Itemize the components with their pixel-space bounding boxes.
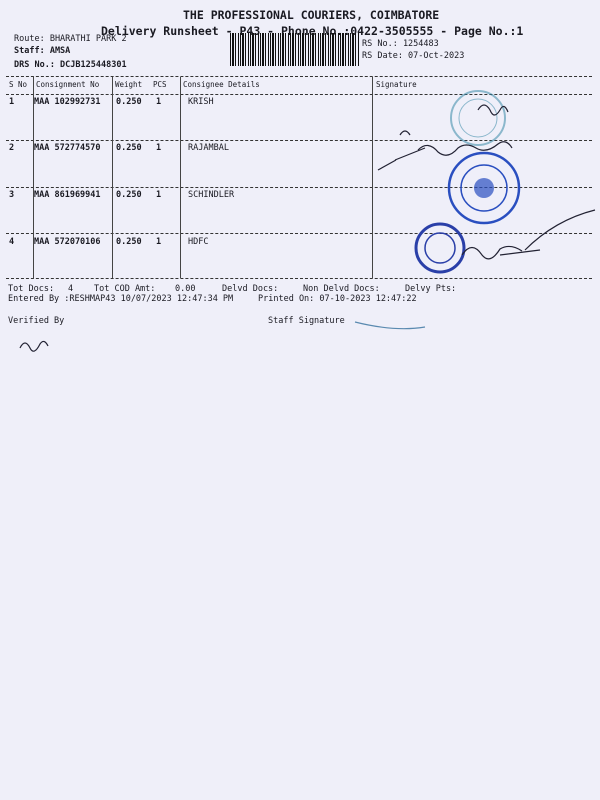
tot-cod-value: 0.00 [175,284,196,294]
divider [6,140,592,141]
col-weight: Weight [115,80,143,89]
row-consignee: KRISH [188,97,214,107]
schindler-stamp [447,151,521,225]
col-consignee: Consignee Details [183,80,260,89]
tot-cod-label: Tot COD Amt: [94,284,156,294]
barcode [230,33,360,66]
divider [6,187,592,188]
row-consignment: MAA 572070106 [34,237,101,247]
verified-by-label: Verified By [8,316,65,326]
column-divider [112,77,113,278]
row-sno: 4 [9,237,15,247]
row-consignment: MAA 861969941 [34,190,101,200]
row-consignment: MAA 102992731 [34,97,101,107]
row-sno: 2 [9,143,15,153]
non-delvd-docs-label: Non Delvd Docs: [303,284,380,294]
column-divider [372,77,373,278]
row-pcs: 1 [156,237,162,247]
company-title: THE PROFESSIONAL COURIERS, COIMBATORE [183,8,440,22]
round-stamp-top [450,90,506,146]
divider [6,233,592,234]
rs-date: RS Date: 07-Oct-2023 [362,51,465,61]
row-weight: 0.250 [116,143,142,153]
divider [6,278,592,279]
staff-signature-label: Staff Signature [268,316,345,326]
divider [6,76,592,77]
row-consignee: RAJAMBAL [188,143,229,153]
column-divider [180,77,181,278]
rs-number: RS No.: 1254483 [362,39,439,49]
row-sno: 3 [9,190,15,200]
tot-docs-value: 4 [68,284,74,294]
row-weight: 0.250 [116,97,142,107]
drs-number: DRS No.: DCJB125448301 [14,60,127,70]
entered-by: Entered By :RESHMAP43 10/07/2023 12:47:3… [8,294,234,304]
row-weight: 0.250 [116,190,142,200]
row-consignee: SCHINDLER [188,190,235,200]
runsheet-subtitle: Delivery Runsheet - P43 - Phone No.:0422… [101,24,524,38]
column-divider [33,77,34,278]
row-consignee: HDFC [188,237,209,247]
col-signature: Signature [376,80,417,89]
staff: Staff: AMSA [14,46,71,56]
hdfc-stamp [414,222,466,274]
delvd-docs-label: Delvd Docs: [222,284,279,294]
row-sno: 1 [9,97,15,107]
col-sno: S No [9,80,28,89]
col-pcs: PCS [153,80,167,89]
tot-docs-label: Tot Docs: [8,284,55,294]
row-weight: 0.250 [116,237,142,247]
delvy-pts-label: Delvy Pts: [405,284,457,294]
handwritten-signatures [19,104,596,352]
row-pcs: 1 [156,143,162,153]
row-consignment: MAA 572774570 [34,143,101,153]
divider [6,94,592,95]
row-pcs: 1 [156,97,162,107]
row-pcs: 1 [156,190,162,200]
col-consignment: Consignment No [36,80,100,89]
printed-on: Printed On: 07-10-2023 12:47:22 [258,294,417,304]
route: Route: BHARATHI PARK 2 [14,34,127,44]
